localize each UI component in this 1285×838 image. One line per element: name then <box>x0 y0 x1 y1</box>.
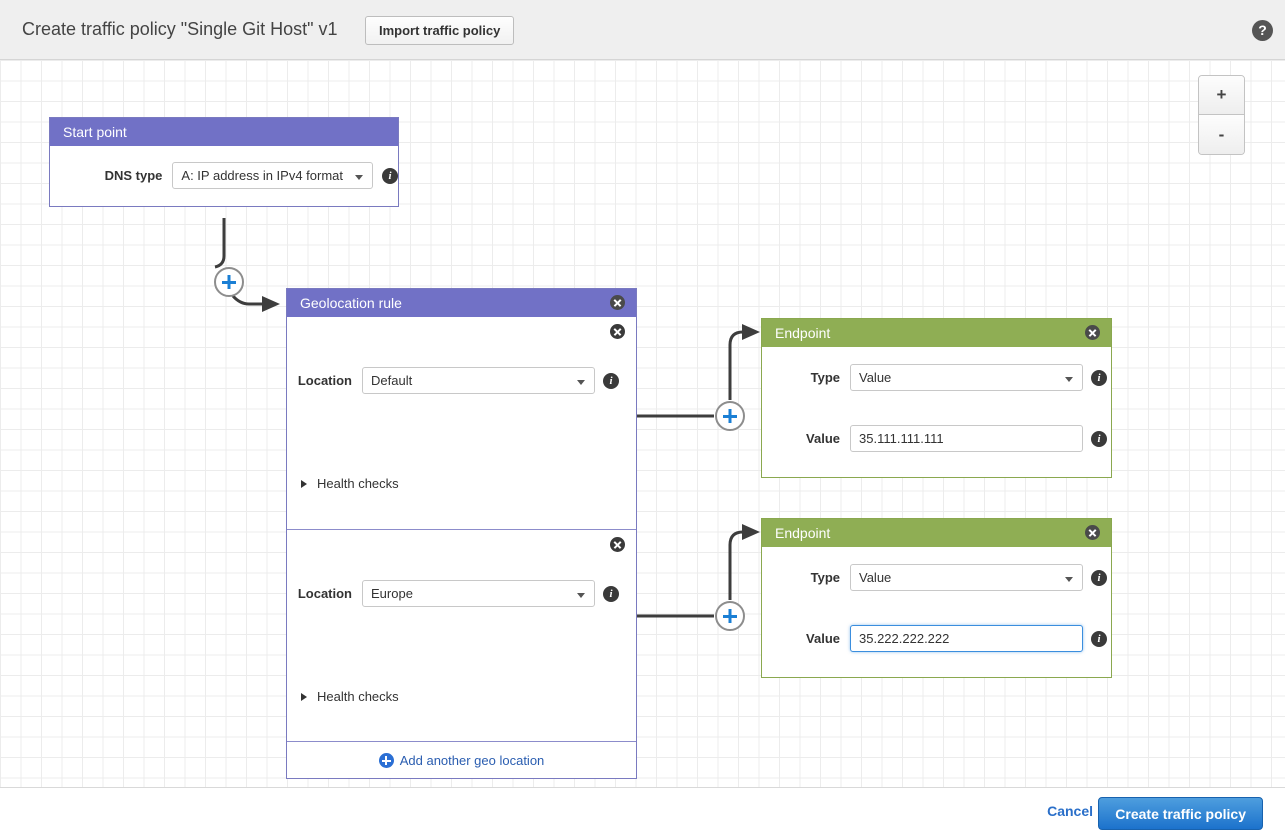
endpoint-type-info-icon[interactable]: i <box>1091 369 1107 386</box>
import-traffic-policy-button[interactable]: Import traffic policy <box>365 16 515 45</box>
help-icon[interactable]: ? <box>1252 20 1273 41</box>
endpoint-body: Type Value i Value 35.222.222.222 i <box>762 547 1111 677</box>
cancel-button[interactable]: Cancel <box>1047 803 1093 819</box>
connector-node-endpoint-1 <box>715 401 745 431</box>
geolocation-rule-node[interactable]: Geolocation rule Location Default i Heal… <box>286 288 637 779</box>
canvas-zoom-controls[interactable]: + - <box>1198 75 1245 155</box>
endpoint-type-select[interactable]: Value <box>850 364 1083 391</box>
start-point-body: DNS type A: IP address in IPv4 format i <box>50 146 398 206</box>
location-label: Location <box>297 373 352 388</box>
endpoint-header: Endpoint <box>762 519 1111 547</box>
endpoint-value-input[interactable]: 35.111.111.111 <box>850 425 1083 452</box>
endpoint-type-label: Type <box>810 570 840 585</box>
geolocation-rule-header: Geolocation rule <box>287 289 636 317</box>
geo-location-section: Location Europe i Health checks <box>287 529 636 741</box>
endpoint-value-label: Value <box>806 431 840 446</box>
connector-node-endpoint-2 <box>715 601 745 631</box>
geolocation-rule-title: Geolocation rule <box>300 295 402 311</box>
connector-wires <box>214 218 760 631</box>
chevron-down-icon <box>577 593 585 598</box>
endpoint-node[interactable]: Endpoint Type Value i Value 35.222.222.2… <box>761 518 1112 678</box>
add-geo-location-button[interactable]: Add another geo location <box>378 753 545 768</box>
start-point-header: Start point <box>50 118 398 146</box>
chevron-down-icon <box>577 380 585 385</box>
remove-geo-location-icon[interactable] <box>610 324 625 339</box>
close-icon[interactable] <box>610 295 625 310</box>
health-checks-label: Health checks <box>317 689 399 704</box>
dns-type-value: A: IP address in IPv4 format <box>181 168 344 183</box>
close-icon[interactable] <box>1085 525 1100 540</box>
location-info-icon[interactable]: i <box>603 585 619 602</box>
chevron-down-icon <box>1065 377 1073 382</box>
plus-icon <box>378 753 394 768</box>
remove-geo-location-icon[interactable] <box>610 537 625 552</box>
zoom-in-button[interactable]: + <box>1199 76 1244 115</box>
endpoint-type-value: Value <box>859 570 892 585</box>
health-checks-label: Health checks <box>317 476 399 491</box>
page-title: Create traffic policy "Single Git Host" … <box>22 19 338 39</box>
endpoint-value-input[interactable]: 35.222.222.222 <box>850 625 1083 652</box>
dns-type-select[interactable]: A: IP address in IPv4 format <box>172 162 373 189</box>
dns-type-info-icon[interactable]: i <box>382 167 398 184</box>
location-select[interactable]: Europe <box>362 580 595 607</box>
create-traffic-policy-button[interactable]: Create traffic policy <box>1098 797 1263 830</box>
endpoint-title: Endpoint <box>775 525 831 541</box>
endpoint-value-info-icon[interactable]: i <box>1091 630 1107 647</box>
geolocation-rule-footer: Add another geo location <box>287 741 636 778</box>
health-checks-disclosure[interactable]: Health checks <box>301 476 399 491</box>
endpoint-type-label: Type <box>810 370 840 385</box>
endpoint-node[interactable]: Endpoint Type Value i Value 35.111.111.1… <box>761 318 1112 478</box>
zoom-out-button[interactable]: - <box>1199 115 1244 154</box>
endpoint-body: Type Value i Value 35.111.111.111 i <box>762 347 1111 477</box>
location-select[interactable]: Default <box>362 367 595 394</box>
add-geo-location-label: Add another geo location <box>399 753 545 768</box>
location-value: Europe <box>371 586 413 601</box>
dns-type-label: DNS type <box>104 168 163 183</box>
endpoint-title: Endpoint <box>775 325 831 341</box>
chevron-right-icon <box>301 479 307 488</box>
chevron-down-icon <box>1065 577 1073 582</box>
chevron-down-icon <box>355 175 363 180</box>
close-icon[interactable] <box>1085 325 1100 340</box>
endpoint-header: Endpoint <box>762 319 1111 347</box>
endpoint-type-value: Value <box>859 370 892 385</box>
endpoint-value-text: 35.111.111.111 <box>859 431 944 446</box>
action-bar: Cancel Create traffic policy <box>0 787 1285 838</box>
policy-canvas[interactable]: + - Start point DNS type A: IP address i… <box>0 60 1285 787</box>
connector-node-start <box>214 267 244 297</box>
endpoint-value-info-icon[interactable]: i <box>1091 430 1107 447</box>
location-info-icon[interactable]: i <box>603 372 619 389</box>
start-point-node[interactable]: Start point DNS type A: IP address in IP… <box>49 117 399 207</box>
location-label: Location <box>297 586 352 601</box>
endpoint-value-label: Value <box>806 631 840 646</box>
geo-location-section: Location Default i Health checks <box>287 317 636 529</box>
app-header: Create traffic policy "Single Git Host" … <box>0 0 1285 60</box>
health-checks-disclosure[interactable]: Health checks <box>301 689 399 704</box>
endpoint-type-info-icon[interactable]: i <box>1091 569 1107 586</box>
endpoint-type-select[interactable]: Value <box>850 564 1083 591</box>
endpoint-value-text: 35.222.222.222 <box>859 631 950 646</box>
chevron-right-icon <box>301 692 307 701</box>
location-value: Default <box>371 373 413 388</box>
